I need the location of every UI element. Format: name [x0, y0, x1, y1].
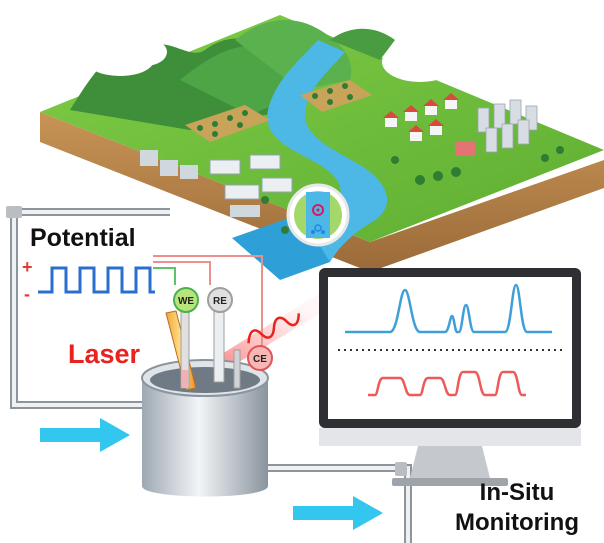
- potential-signal: Potential + - Laser: [22, 224, 155, 369]
- ce-label: CE: [253, 354, 267, 365]
- monitoring-line1: In-Situ: [480, 479, 555, 506]
- spectrum-trace: [345, 283, 552, 334]
- counter-electrode: [233, 349, 241, 389]
- farm-fields: [185, 80, 372, 142]
- pulse-trace: [368, 370, 526, 397]
- square-wave: [38, 266, 155, 294]
- flow-arrow-icon: [40, 418, 383, 530]
- electrochemical-cell: WE RE CE: [141, 255, 335, 497]
- houses: [383, 93, 475, 156]
- apartment-towers: [477, 99, 538, 153]
- we-label: WE: [178, 296, 194, 307]
- soil-layer: [40, 112, 604, 272]
- minus-sign: -: [24, 284, 30, 304]
- trees: [261, 146, 564, 234]
- laser-wave: [247, 313, 300, 344]
- landscape-illustration: [40, 2, 604, 280]
- monitor-icon: [319, 268, 581, 486]
- potential-label: Potential: [30, 224, 136, 252]
- sensor-window-icon: [286, 183, 350, 247]
- pipe-system: [6, 206, 412, 543]
- clouds: [86, 2, 490, 82]
- laser-label: Laser: [68, 339, 141, 369]
- factory: [140, 150, 293, 217]
- plus-sign: +: [22, 257, 33, 277]
- monitoring-line2: Monitoring: [455, 509, 579, 536]
- reference-electrode: [213, 309, 225, 383]
- re-label: RE: [213, 296, 227, 307]
- river: [267, 40, 388, 262]
